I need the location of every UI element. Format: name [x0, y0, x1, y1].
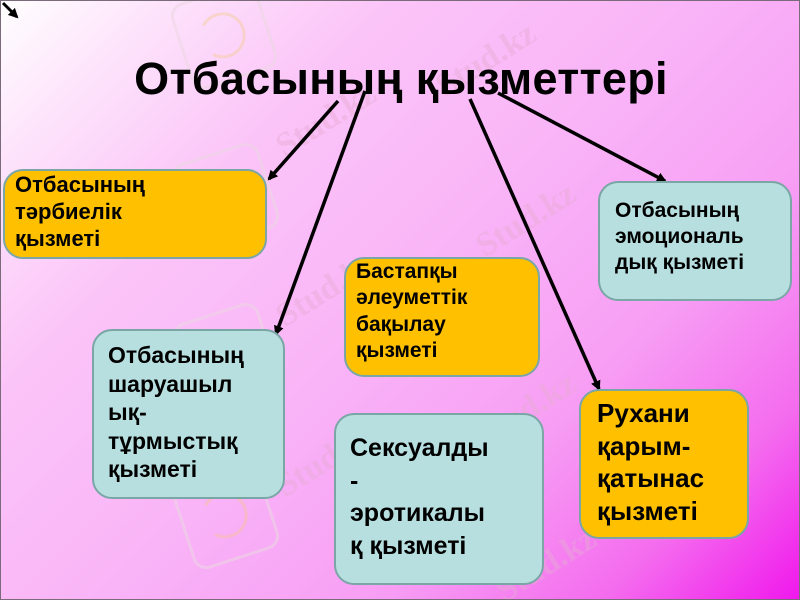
arrow-to-rukhani — [468, 98, 601, 391]
box-bastapky-text: Бастапқы әлеуметтік бақылау қызметі — [356, 260, 468, 363]
slide-title: Отбасының қызметтері — [134, 53, 668, 104]
box-sharuashylyk-text: Отбасының шаруашыл ық- тұрмыстық қызметі — [108, 342, 245, 483]
box-emotsionaldyk-text: Отбасының эмоциональ дық қызметі — [615, 199, 745, 274]
box-tarbielik: Отбасының тәрбиелік қызметі — [3, 169, 267, 259]
box-sharuashylyk: Отбасының шаруашыл ық- тұрмыстық қызметі — [92, 329, 285, 499]
box-bastapky: Бастапқы әлеуметтік бақылау қызметі — [344, 257, 540, 377]
box-emotsionaldyk: Отбасының эмоциональ дық қызметі — [598, 181, 792, 301]
arrow-to-sharuashylyk — [274, 90, 367, 336]
box-rukhani-text: Рухани қарым- қатынас қызметі — [597, 398, 705, 526]
arrow-to-emotsionaldyk — [497, 91, 667, 183]
arrow-to-tarbielik — [267, 99, 340, 181]
box-seksualdy: Сексуалды - эротикалы қ қызметі — [334, 413, 544, 585]
box-rukhani: Рухани қарым- қатынас қызметі — [579, 389, 749, 539]
box-seksualdy-text: Сексуалды - эротикалы қ қызметі — [350, 434, 489, 560]
corner-arrow-icon — [1, 1, 19, 19]
box-tarbielik-text: Отбасының тәрбиелік қызметі — [15, 172, 146, 252]
